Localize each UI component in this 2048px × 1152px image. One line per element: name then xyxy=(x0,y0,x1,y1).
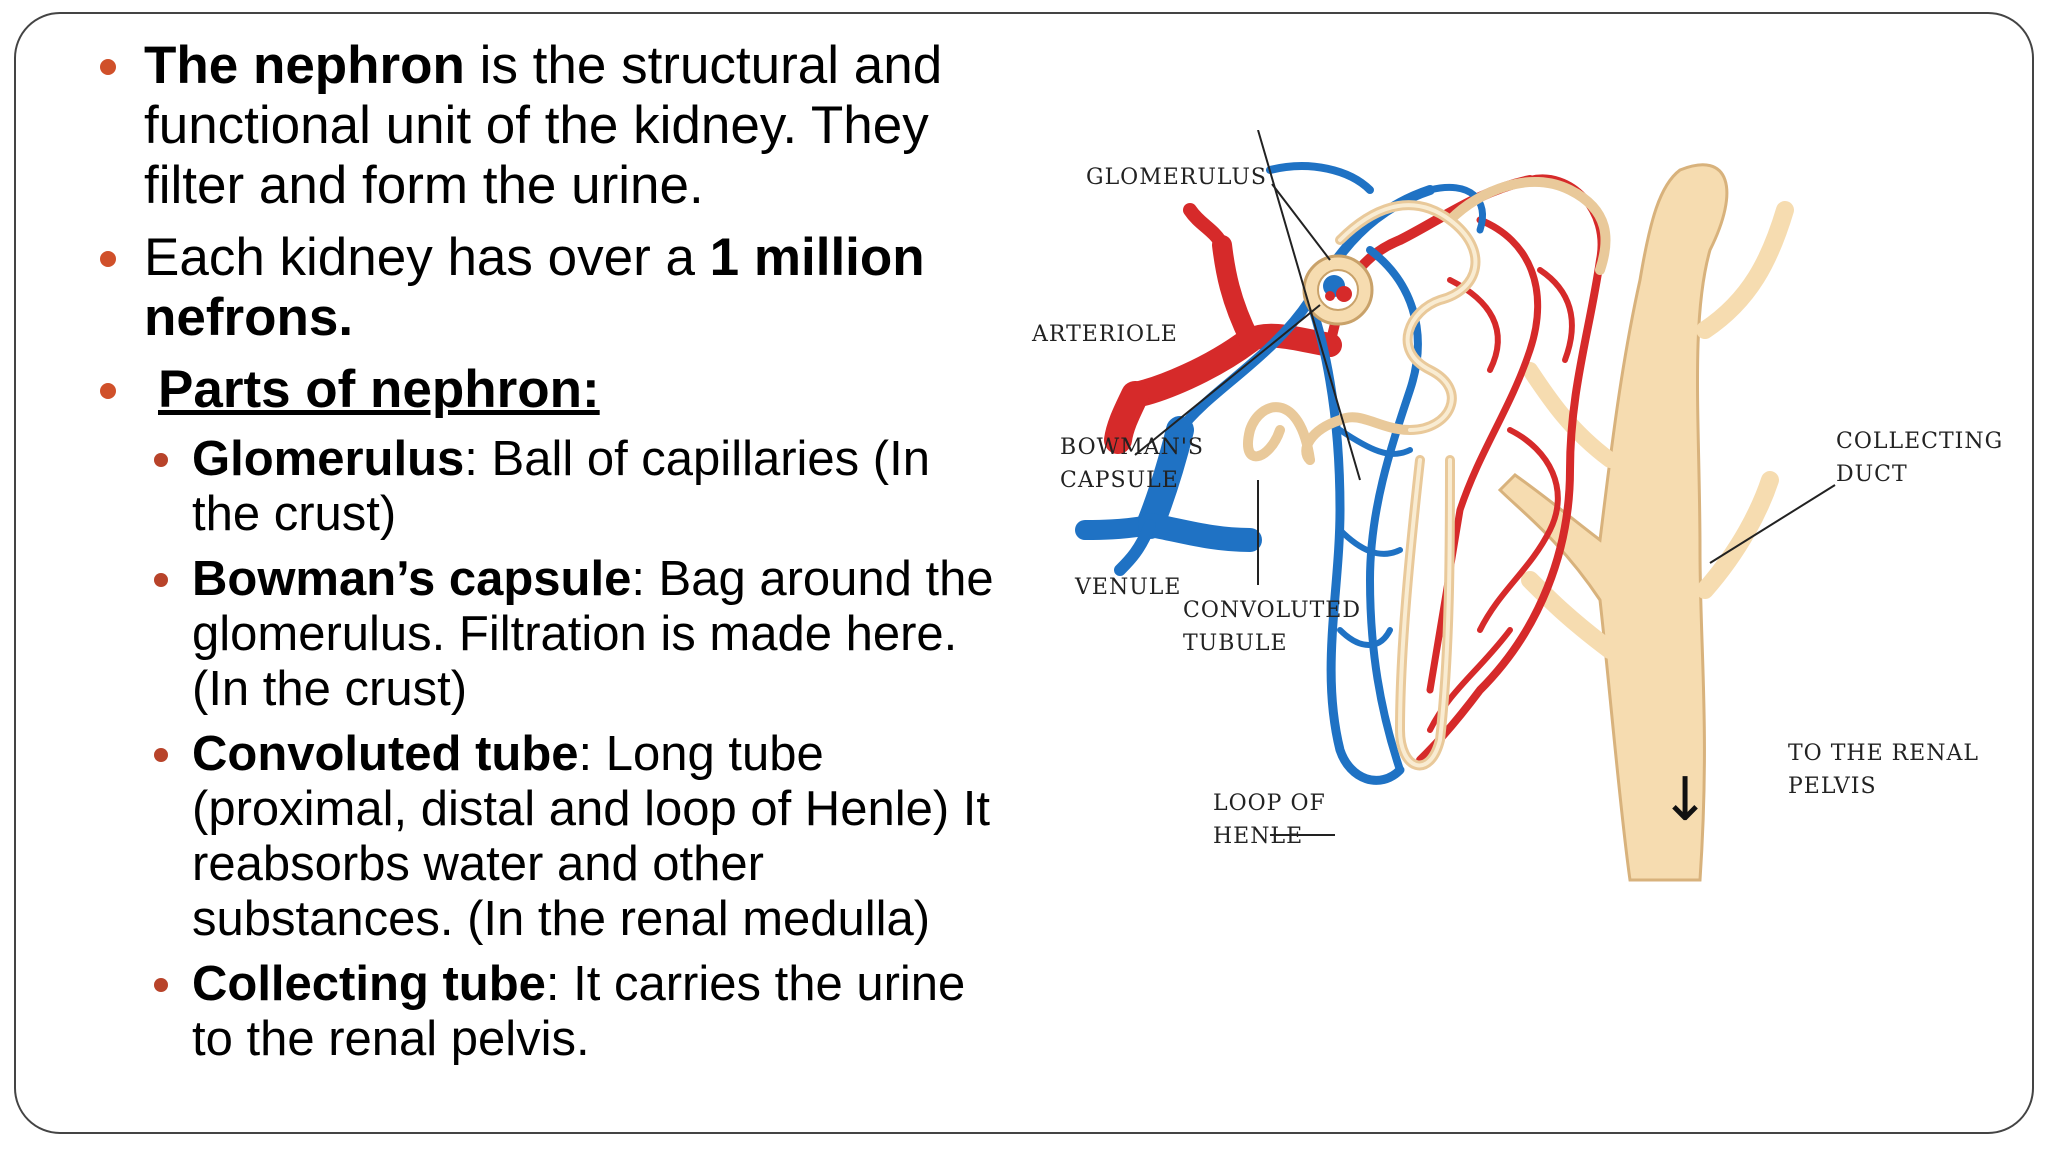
bullet-nephron: The nephron is the structural and functi… xyxy=(100,36,1000,216)
part-desc: : Bag around the glomerulus. Filtration … xyxy=(192,552,994,716)
text-panel: The nephron is the structural and functi… xyxy=(100,36,1000,1077)
bullet-parts-heading: Parts of nephron: xyxy=(100,360,1000,420)
sub-bullet-dot xyxy=(154,978,168,992)
down-arrow-icon: ↓ xyxy=(1660,765,1710,835)
bullet-million: Each kidney has over a 1 million nefrons… xyxy=(100,228,1000,348)
bullet-dot xyxy=(100,59,116,75)
sub-bullet-dot xyxy=(154,748,168,762)
label-pelvis-1: TO THE RENAL xyxy=(1788,741,1979,766)
label-bowmans-2: CAPSULE xyxy=(1060,468,1179,493)
part-term: Collecting tube xyxy=(192,957,546,1011)
label-arteriole: ARTERIOLE xyxy=(1031,322,1178,347)
label-collecting-1: COLLECTING xyxy=(1836,429,2003,454)
part-desc: : It carries the urine to the renal pelv… xyxy=(192,957,966,1066)
convoluted-tubule-inner xyxy=(1338,203,1478,768)
bullet-dot xyxy=(100,251,116,267)
bullet-text: Each kidney has over a xyxy=(144,228,710,287)
section-heading: Parts of nephron: xyxy=(158,360,600,419)
part-item: Convoluted tube: Long tube (proximal, di… xyxy=(146,727,1000,947)
part-item: Collecting tube: It carries the urine to… xyxy=(146,957,1000,1067)
part-item: Bowman’s capsule: Bag around the glomeru… xyxy=(146,552,1000,717)
bullet-text: is the structural and functional unit of… xyxy=(144,36,943,215)
label-leader-lines xyxy=(1134,130,1836,836)
part-term: Glomerulus xyxy=(192,432,465,486)
collecting-duct: ↓ xyxy=(1497,163,1794,882)
part-term: Bowman’s capsule xyxy=(192,552,632,606)
nephron-diagram: ↓ xyxy=(1031,130,2003,882)
part-desc: : Long tube (proximal, distal and loop o… xyxy=(192,727,990,946)
sub-bullet-dot xyxy=(154,573,168,587)
part-term: Convoluted tube xyxy=(192,727,579,781)
sub-bullet-dot xyxy=(154,453,168,467)
bullet-bold: 1 million nefrons. xyxy=(144,228,925,347)
label-loop-2: HENLE xyxy=(1213,824,1303,849)
label-glomerulus: GLOMERULUS xyxy=(1086,165,1267,190)
bullet-bold: The nephron xyxy=(144,36,465,95)
label-loop-1: LOOP OF xyxy=(1213,791,1326,816)
label-venule: VENULE xyxy=(1074,575,1181,600)
label-collecting-2: DUCT xyxy=(1836,462,1908,487)
label-convoluted-1: CONVOLUTED xyxy=(1183,598,1361,623)
part-desc: : Ball of capillaries (In the crust) xyxy=(192,432,930,541)
part-item: Glomerulus: Ball of capillaries (In the … xyxy=(146,432,1000,542)
label-bowmans-1: BOWMAN'S xyxy=(1060,435,1204,460)
bullet-dot xyxy=(100,383,116,399)
label-convoluted-2: TUBULE xyxy=(1183,631,1288,656)
glomerulus-icon xyxy=(1302,254,1374,326)
label-pelvis-2: PELVIS xyxy=(1788,774,1877,799)
diagram-labels: GLOMERULUS ARTERIOLE BOWMAN'S CAPSULE VE… xyxy=(1031,165,2003,849)
